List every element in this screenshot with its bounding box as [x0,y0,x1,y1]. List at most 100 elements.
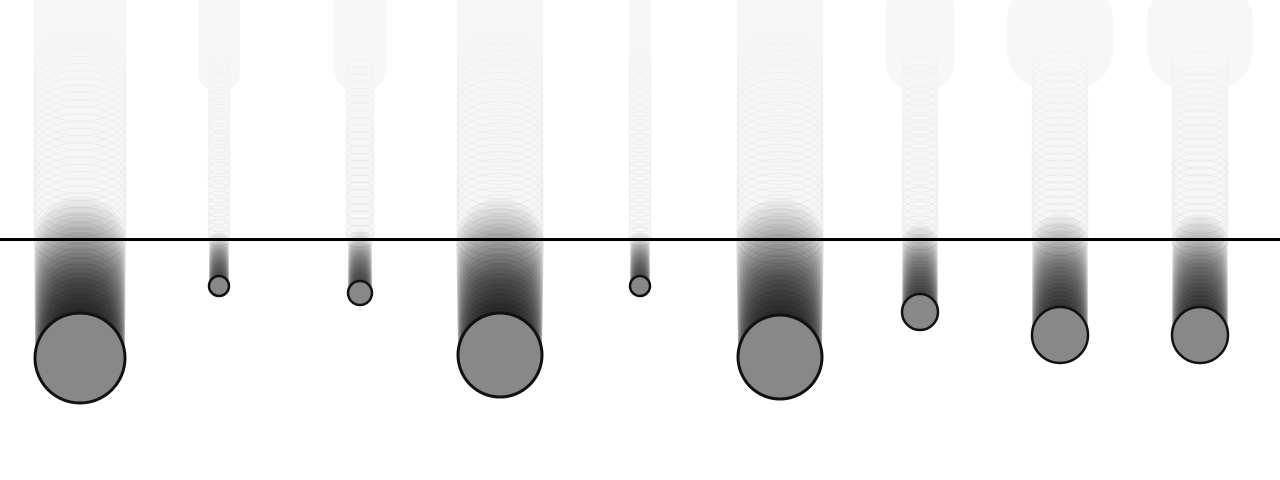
trail-ring [1171,159,1229,192]
trail-ring [456,71,544,121]
trail-ring [628,132,652,146]
trail-ring [345,152,375,170]
trail-ring [1171,87,1229,120]
trail-ring [345,145,375,162]
trail-ring [207,89,231,103]
trail-disc [1172,238,1228,295]
trail-disc [902,266,938,303]
trail-ring [736,64,824,113]
trail-ring [628,211,652,225]
trail-ring [33,63,127,115]
trail-ring [901,200,939,222]
trail-ring [736,201,824,250]
trail-ring [628,67,652,81]
trail-ring [901,56,939,78]
trail-disc [1172,262,1228,319]
trail-ring [1171,44,1229,76]
trail-ring [736,35,824,85]
trail-disc [630,245,650,266]
trail-disc [209,243,229,264]
trail-ring [901,64,939,85]
trail-disc [902,263,938,300]
trail-ring [736,129,824,178]
trail-ring [207,154,231,168]
trail-ring [736,172,824,221]
trail-disc [456,208,544,296]
trail-ring [1031,108,1089,141]
trail-disc [456,228,544,315]
trail-ring [345,167,375,184]
trail-ring [33,41,127,93]
trail-disc [209,249,229,270]
trail-ring [33,192,127,245]
trail-ring [1031,152,1089,184]
trail-ring [736,107,824,157]
trail-disc [209,247,229,268]
trail-disc [630,243,650,264]
trail-ring [207,67,231,81]
trail-ring [901,186,939,208]
trail-ring [1171,72,1229,105]
trail-ring [207,190,231,204]
trail-disc [348,238,372,263]
trail-ring [1031,51,1089,84]
trail-disc [630,258,650,279]
trail-disc [736,238,824,326]
trail-ring [1031,173,1089,206]
trail-ring [207,82,231,96]
trail-ring [628,89,652,103]
trail-ring [207,197,231,211]
trail-ring [901,136,939,157]
trail-ring [345,73,375,90]
trail-ring [345,66,375,83]
trail-disc [348,249,372,274]
trail-ring [456,194,544,243]
trail-ring [901,208,939,229]
trail-ring [456,50,544,99]
trail-ring [901,128,939,150]
trail-ring [901,215,939,237]
trail-ring [1031,195,1089,228]
trail-disc [736,228,824,316]
ball-2 [207,274,231,298]
trail-ring [456,172,544,221]
trail-disc [209,254,229,275]
trail-ring [1031,65,1089,98]
trail-ring [1171,180,1229,213]
trail-ring [736,143,824,193]
trail-ring [345,109,375,126]
trail-ring [736,179,824,229]
trail-ring [456,100,544,149]
trail-disc [209,258,229,279]
trail-ring [1031,101,1089,134]
trail-disc [1032,230,1088,287]
trail-ring [456,158,544,207]
trail-ring [456,107,544,157]
trail-disc [1032,258,1088,315]
trail-ring [33,178,127,230]
trail-disc [34,241,126,333]
trail-disc [209,256,229,277]
trail-ring [207,96,231,110]
trail-disc [630,249,650,270]
trail-ring [736,71,824,121]
trail-ring [901,49,939,71]
trail-disc [736,233,824,321]
trail-ring [628,183,652,197]
trail-disc [456,223,544,311]
trail-disc [630,241,650,262]
trail-ring [1171,51,1229,84]
trail-ring [345,123,375,141]
trail-ring [736,86,824,135]
trail-ring [1171,152,1229,184]
trail-ring [901,179,939,201]
trail-ring [1171,123,1229,156]
trail-ring [207,168,231,182]
trail-ring [345,51,375,69]
trail-ring [1031,209,1089,242]
trail-disc [1172,242,1228,299]
trail-ring [901,193,939,215]
trail-ring [456,187,544,236]
trail-ring [1031,123,1089,156]
